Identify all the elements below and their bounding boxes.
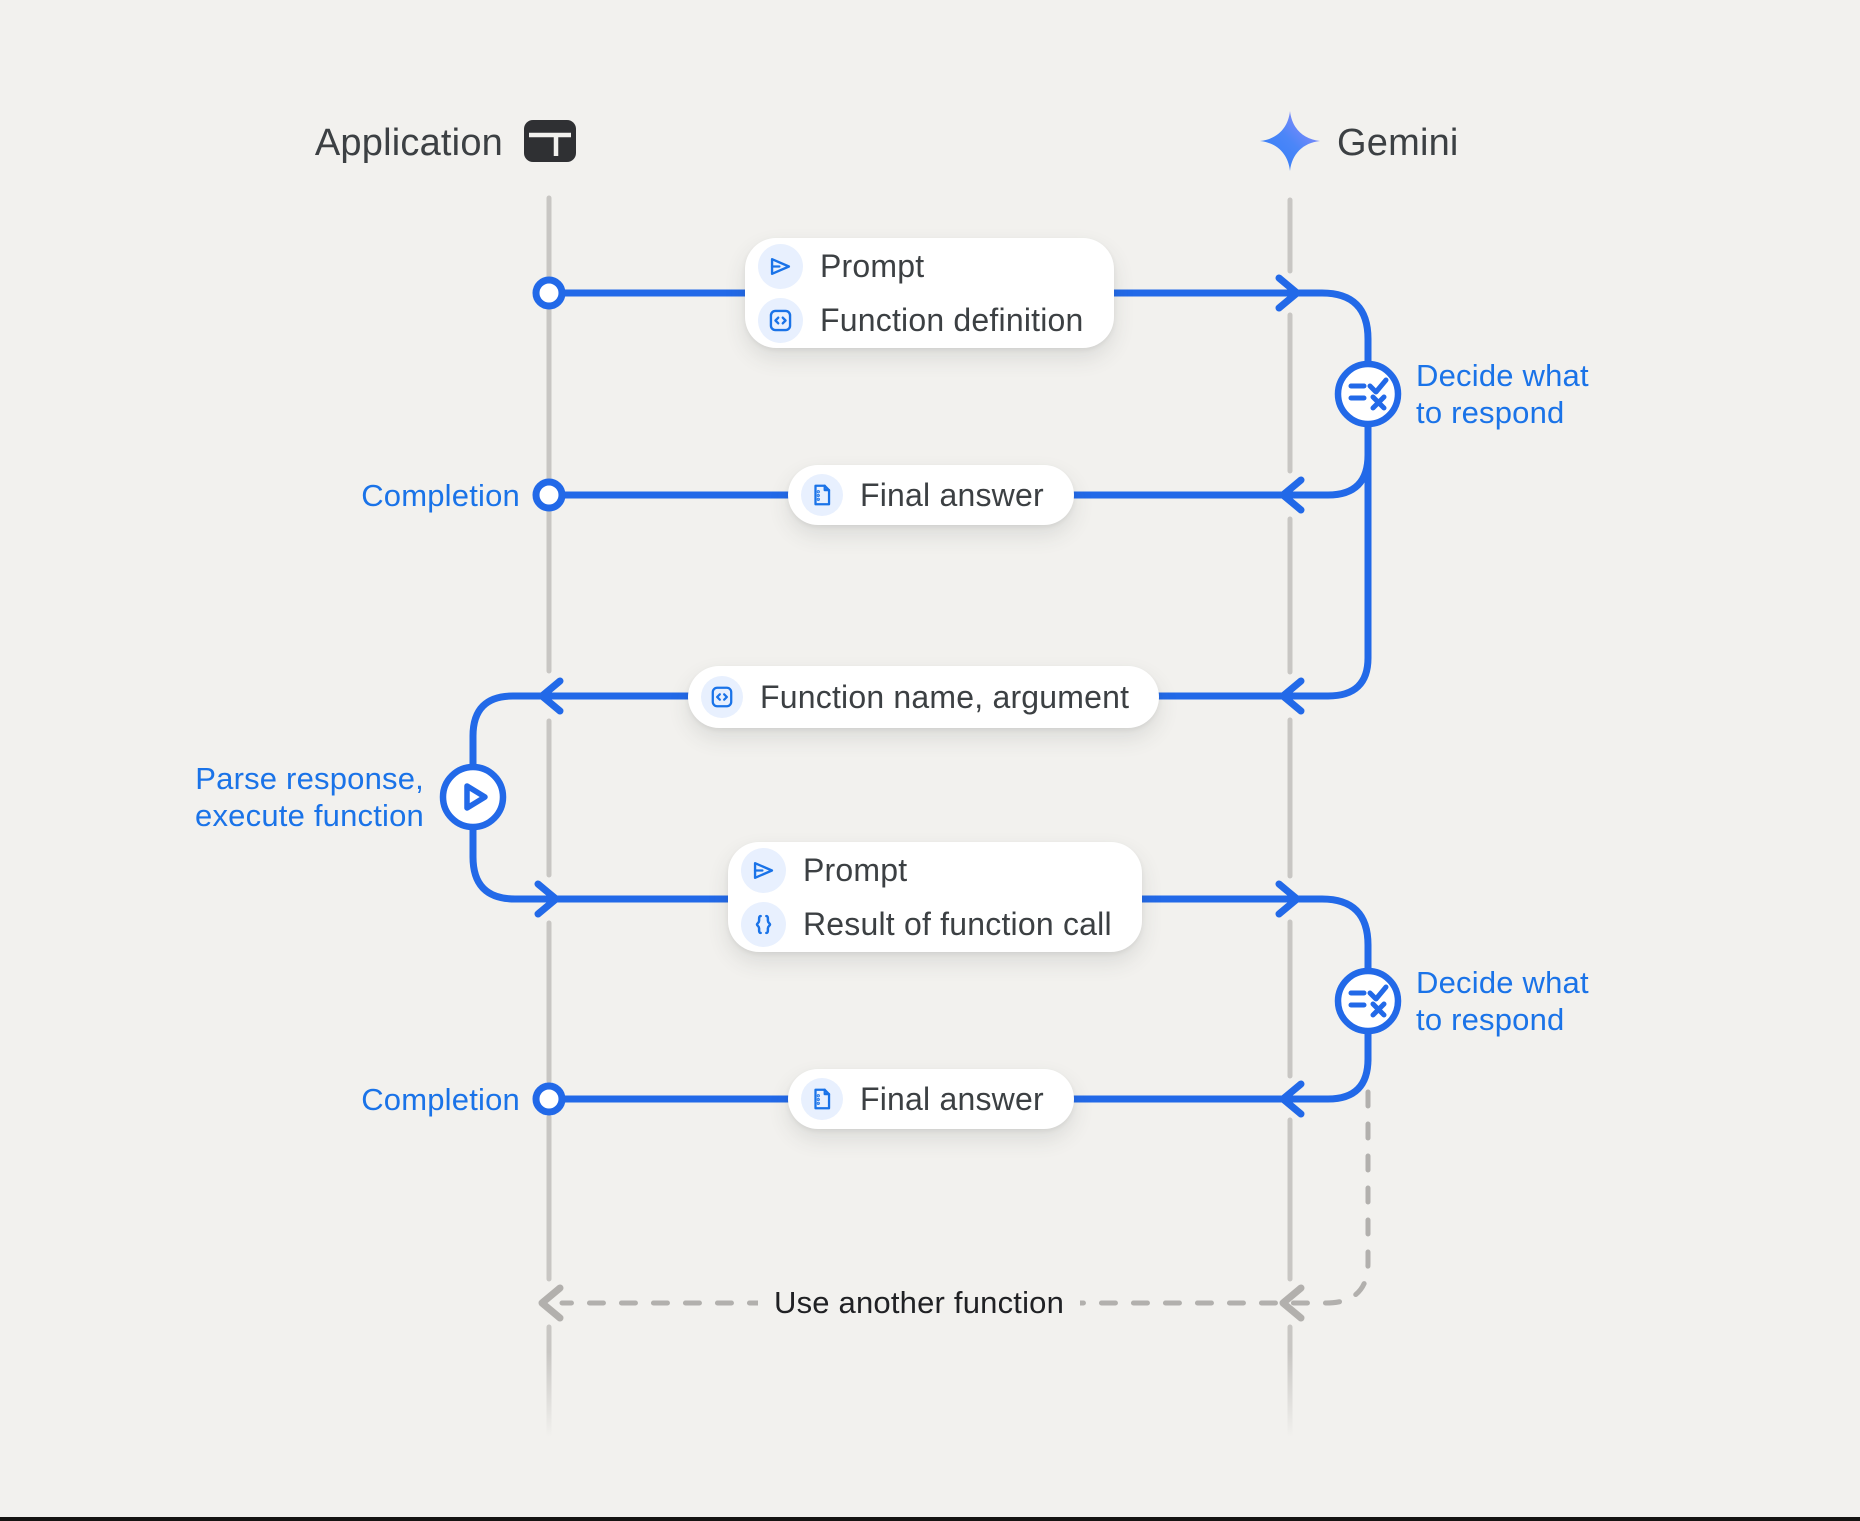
code-icon	[701, 676, 743, 718]
bottom-border	[0, 1517, 1860, 1521]
message-label: Function definition	[820, 301, 1084, 338]
message-box-function-name-argument: Function name, argument	[688, 666, 1160, 728]
loop-label: Use another function	[758, 1281, 1081, 1325]
message-row: Result of function call	[741, 901, 1112, 947]
decision-checklist-icon	[1334, 360, 1402, 428]
decision-checklist-icon	[1334, 967, 1402, 1035]
decide-note-1: Decide what to respond	[1416, 357, 1589, 431]
decide-note-line1: Decide what	[1416, 965, 1589, 1000]
message-label: Final answer	[860, 476, 1044, 513]
gemini-actor-label: Gemini	[1337, 122, 1459, 164]
message-label: Function name, argument	[760, 678, 1130, 715]
arrowhead-left-loop-gemini	[1279, 1284, 1305, 1322]
send-icon	[758, 243, 803, 289]
message-row: Prompt	[758, 243, 1084, 289]
document-icon	[801, 1078, 843, 1120]
send-icon	[741, 847, 786, 893]
play-icon	[439, 763, 507, 831]
message-label: Prompt	[803, 851, 908, 888]
message-row: Final answer	[801, 1078, 1044, 1120]
loop-dashed-path	[559, 1089, 1371, 1306]
message-box-final-answer-1: Final answer	[788, 465, 1074, 525]
message-row: Final answer	[801, 474, 1044, 516]
parse-note-line2: execute function	[195, 798, 424, 833]
port-circle-prompt	[532, 276, 566, 310]
main-flow-path	[469, 289, 1372, 1103]
braces-icon	[741, 901, 786, 947]
message-label: Prompt	[820, 247, 925, 284]
message-box-prompt-result: Prompt Result of function call	[728, 842, 1142, 952]
decide-note-line2: to respond	[1416, 395, 1565, 430]
port-circle-completion-1	[532, 478, 566, 512]
parse-note: Parse response, execute function	[195, 760, 424, 834]
arrowhead-left-row5	[1279, 1080, 1305, 1118]
arrowhead-right-row1	[1275, 274, 1301, 312]
port-circle-completion-2	[532, 1082, 566, 1116]
document-icon	[801, 474, 843, 516]
app-window-icon	[524, 120, 576, 162]
message-label: Result of function call	[803, 905, 1112, 942]
decide-note-2: Decide what to respond	[1416, 964, 1589, 1038]
decide-note-line2: to respond	[1416, 1002, 1565, 1037]
arrowhead-left-loop-app	[538, 1284, 564, 1322]
parse-note-line1: Parse response,	[195, 761, 424, 796]
gemini-sparkle-icon	[1260, 111, 1320, 171]
arrowhead-right-row4-gemini	[1275, 880, 1301, 918]
final-answer-2-line	[548, 1055, 1372, 1103]
completion-label-2: Completion	[361, 1082, 520, 1117]
final-answer-1-line	[548, 451, 1372, 499]
message-box-prompt-function-definition: Prompt Function definition	[745, 238, 1114, 348]
arrowhead-right-row4-app	[534, 880, 560, 918]
code-icon	[758, 297, 803, 343]
message-box-final-answer-2: Final answer	[788, 1069, 1074, 1129]
message-row: Function name, argument	[701, 676, 1129, 718]
decide-note-line1: Decide what	[1416, 358, 1589, 393]
message-row: Prompt	[741, 847, 1112, 893]
completion-label-1: Completion	[361, 478, 520, 513]
arrowhead-left-row3-app	[538, 677, 564, 715]
application-actor-label: Application	[314, 122, 503, 164]
arrowhead-left-row2	[1279, 476, 1305, 514]
arrowhead-left-row3-gemini	[1279, 677, 1305, 715]
message-label: Final answer	[860, 1080, 1044, 1117]
message-row: Function definition	[758, 297, 1084, 343]
